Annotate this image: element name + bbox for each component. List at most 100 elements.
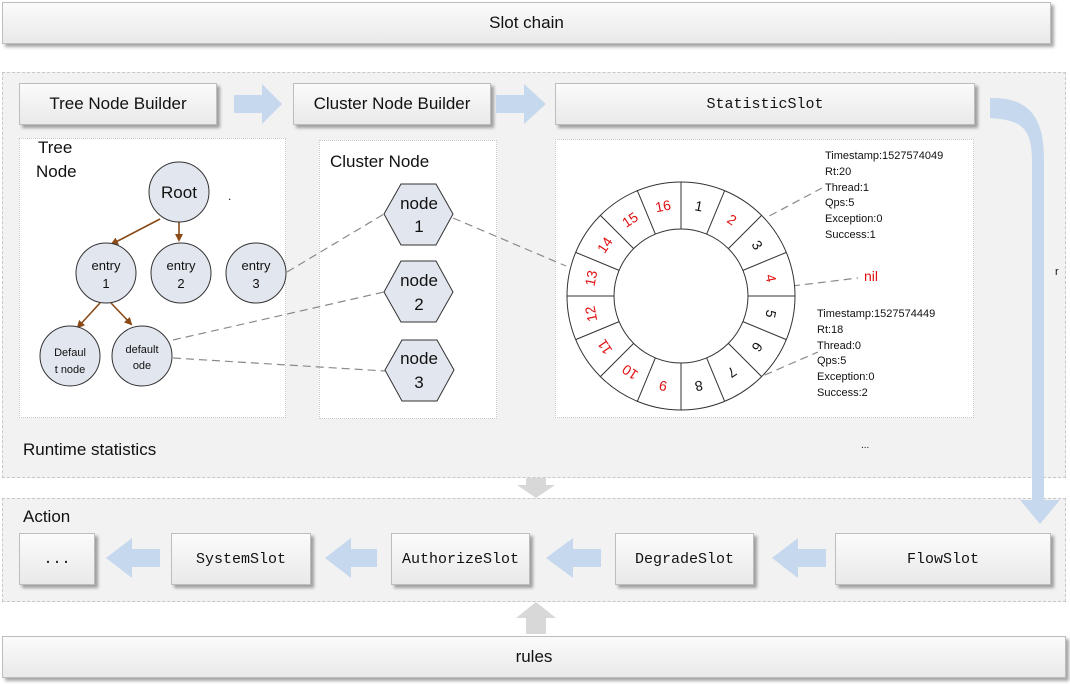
tree-node-entry1	[75, 242, 137, 304]
arrow-tree-to-cluster	[234, 84, 282, 124]
slot-chain-bar: Slot chain	[2, 2, 1051, 44]
statistic-slot-label: StatisticSlot	[706, 95, 824, 113]
default-label-l2: t node	[55, 364, 86, 376]
runtime-statistics-label: Runtime statistics	[23, 440, 157, 459]
tree-node-default	[39, 325, 101, 387]
degrade-slot-box: DegradeSlot	[615, 533, 754, 585]
side-letter: r	[1055, 266, 1059, 278]
ring-segment-5: 5	[762, 309, 779, 320]
default2-label-l2: ode	[133, 360, 151, 372]
ring-divider	[600, 215, 634, 249]
arrow-cluster-to-statistic	[496, 84, 546, 124]
default-label-l1: Defaul	[54, 347, 86, 359]
ring-segment-14: 14	[594, 234, 616, 256]
ring-inner	[613, 228, 749, 364]
degrade-slot-label: DegradeSlot	[634, 550, 735, 568]
connector-entry3-node1	[286, 213, 385, 273]
cluster-node-3-l1: node	[400, 349, 438, 368]
connector-default2-node2	[172, 291, 385, 341]
authorize-slot-box: AuthorizeSlot	[391, 533, 530, 585]
flow-slot-label: FlowSlot	[906, 550, 979, 568]
ring-divider	[728, 215, 762, 249]
cluster-node-builder-label: Cluster Node Builder	[313, 94, 471, 113]
arrow-flow-to-degrade	[772, 538, 826, 578]
tree-node-entry3	[225, 242, 287, 304]
entry3-label-l2: 3	[252, 276, 259, 291]
cluster-node-2	[383, 260, 454, 323]
flow-slot-box: FlowSlot	[835, 533, 1051, 585]
tree-node-builder-box: Tree Node Builder	[19, 83, 217, 125]
system-slot-label: SystemSlot	[195, 550, 286, 568]
action-label: Action	[23, 507, 71, 526]
tree-edge-root-entry1	[110, 218, 161, 245]
ring-segment-9: 9	[658, 377, 669, 394]
arrow-system-to-ellipsis	[106, 538, 160, 578]
statistic-slot-box: StatisticSlot	[555, 83, 975, 125]
ring-divider	[706, 357, 726, 402]
ring-divider	[742, 321, 787, 341]
ring-divider	[728, 343, 762, 377]
ring-segment-12: 12	[582, 305, 601, 324]
cluster-node-2-l1: node	[400, 271, 438, 290]
cluster-node-3-l2: 3	[414, 373, 423, 392]
ellipsis-slot-label: ...	[43, 550, 71, 568]
tree-node-default2	[111, 325, 173, 387]
ring-segment-15: 15	[619, 209, 641, 231]
tree-node-title-l2: Node	[36, 162, 77, 181]
tree-node-entry2	[150, 242, 212, 304]
rules-bar: rules	[2, 636, 1066, 678]
connector-default2-node3	[172, 357, 386, 372]
rules-label: rules	[515, 647, 553, 666]
ring-segment-10: 10	[619, 361, 641, 383]
entry3-label-l1: entry	[242, 258, 271, 273]
cluster-node-1-l2: 1	[414, 217, 423, 236]
system-slot-box: SystemSlot	[171, 533, 311, 585]
nil-label: nil	[864, 268, 879, 284]
arrow-rules-to-action	[516, 602, 556, 634]
ring-divider	[742, 251, 787, 271]
ring-divider	[636, 357, 656, 402]
ring-divider	[575, 321, 620, 341]
connector-seg1-info1	[757, 187, 823, 223]
ring-divider	[600, 343, 634, 377]
entry1-label-l2: 1	[102, 276, 109, 291]
stray-dot: .	[228, 189, 232, 203]
ring-segment-16: 16	[654, 197, 673, 216]
tree-node-title-l1: Tree	[38, 138, 73, 157]
cluster-node-1-l1: node	[400, 194, 438, 213]
arrow-runtime-to-action	[517, 478, 555, 498]
ring-segment-1: 1	[694, 197, 705, 214]
entry2-label-l2: 2	[177, 276, 184, 291]
arrow-authorize-to-system	[325, 538, 377, 578]
slot-chain-label: Slot chain	[489, 13, 564, 32]
runtime-ellipsis: ...	[861, 440, 870, 451]
window-info-2: Timestamp:1527574449 Rt:18 Thread:0 Qps:…	[817, 308, 936, 399]
authorize-slot-label: AuthorizeSlot	[401, 550, 520, 568]
entry2-label-l1: entry	[167, 258, 196, 273]
ring-divider	[575, 251, 620, 271]
ring-segment-8: 8	[693, 377, 704, 394]
tree-edge-entry1-default2	[110, 302, 133, 326]
ring-segment-13: 13	[582, 269, 601, 288]
arrow-degrade-to-authorize	[546, 538, 601, 578]
cluster-node-3	[384, 339, 455, 402]
tree-node-root	[148, 161, 210, 223]
cluster-node-builder-box: Cluster Node Builder	[293, 83, 491, 125]
ring-segment-4: 4	[762, 273, 779, 284]
cluster-node-title: Cluster Node	[330, 152, 430, 171]
cluster-node-2-l2: 2	[414, 295, 423, 314]
default2-label-l1: default	[125, 344, 158, 356]
entry1-label-l1: entry	[92, 258, 121, 273]
arrow-statistic-to-flow	[990, 98, 1060, 524]
window-info-1: Timestamp:1527574049 Rt:20 Thread:1 Qps:…	[825, 150, 944, 241]
tree-edge-entry1-default	[76, 302, 101, 329]
cluster-node-1	[383, 183, 454, 246]
tree-node-builder-label: Tree Node Builder	[49, 94, 187, 113]
root-label: Root	[161, 183, 197, 202]
ellipsis-slot-box: ...	[19, 533, 95, 585]
ring-divider	[706, 190, 726, 235]
connector-seg3-nil	[791, 277, 859, 287]
ring-divider	[636, 190, 656, 235]
